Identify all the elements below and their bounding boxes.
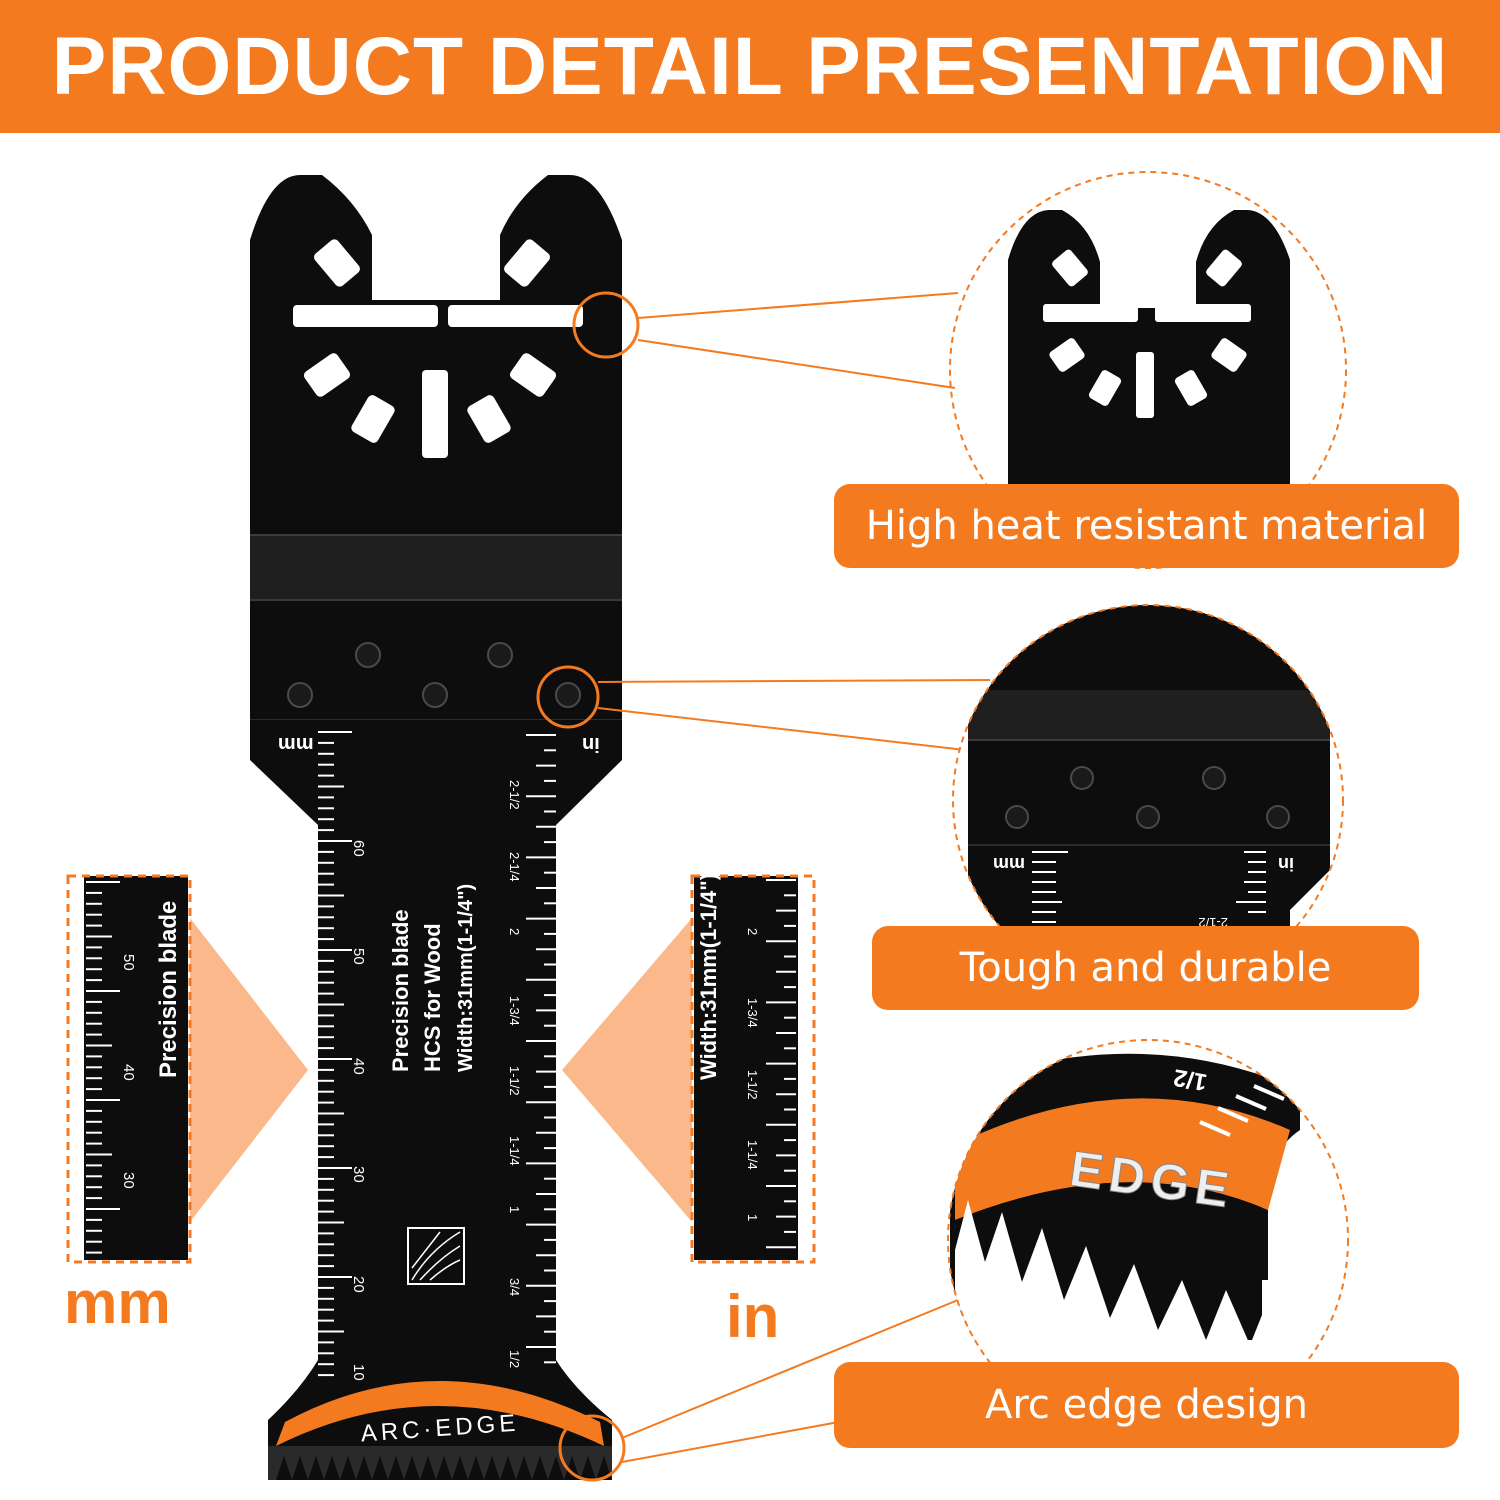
mm-unit-label: mm — [64, 1269, 171, 1336]
blade-in-tick-label: 1-1/2 — [507, 1066, 522, 1096]
zoom-edge-detail: EDGE 1/2 — [947, 1039, 1349, 1441]
zoom-scale-mm: mm — [993, 854, 1025, 874]
feature-heat-resistant-label: High heat resistant material — [865, 503, 1428, 549]
inset-in-text: Width:31mm(1-1/4") — [696, 873, 721, 1080]
blade-in-tick-label: 2 — [507, 928, 522, 935]
blade-unit-mm: mm — [278, 733, 314, 755]
highlight-edge-circle — [558, 1414, 626, 1482]
blade-in-tick-label: 1-3/4 — [507, 996, 522, 1026]
blade-unit-in: in — [582, 733, 600, 755]
blade-in-tick-label: 1-1/4 — [507, 1136, 522, 1166]
zoom-edge-tick: 1/2 — [1171, 1063, 1209, 1095]
header-banner: PRODUCT DETAIL PRESENTATION — [0, 0, 1500, 133]
mm-ruler-inset — [66, 874, 192, 1264]
blade-in-tick-label: 2-1/4 — [507, 852, 522, 882]
wood-icon — [407, 1227, 465, 1285]
feature-arc-edge-label: Arc edge design — [984, 1382, 1309, 1428]
zoom-scale-in: in — [1278, 854, 1294, 874]
blade-in-tick-label: 2-1/2 — [507, 780, 522, 810]
feature-durable-label: Tough and durable — [959, 945, 1332, 991]
blade-mm-tick-label: 40 — [350, 1058, 367, 1075]
zoom-mount-detail — [949, 171, 1347, 569]
inset-mm-tick-label: 50 — [120, 954, 137, 971]
blade-mm-tick-label: 10 — [350, 1364, 367, 1381]
feature-arc-edge: Arc edge design — [834, 1362, 1459, 1448]
blade-text-width: Width:31mm(1-1/4") — [455, 884, 477, 1072]
inset-mm-tick-label: 30 — [120, 1172, 137, 1189]
inset-in-tick-label: 2 — [745, 928, 760, 935]
blade-mm-tick-label: 30 — [350, 1166, 367, 1183]
inset-in-tick-label: 1-1/4 — [745, 1140, 760, 1170]
inset-in-tick-label: 1-1/2 — [745, 1070, 760, 1100]
inset-mm-tick-label: 40 — [120, 1064, 137, 1081]
highlight-dimple-circle — [536, 665, 600, 729]
in-funnel-shape — [562, 918, 692, 1222]
in-unit-label: in — [726, 1283, 780, 1350]
highlight-mount-circle — [572, 291, 640, 359]
blade-mm-tick-label: 50 — [350, 948, 367, 965]
saw-blade — [250, 175, 622, 1480]
blade-text-hcs: HCS for Wood — [420, 923, 445, 1072]
blade-mm-tick-label: 20 — [350, 1276, 367, 1293]
mm-funnel-shape — [190, 918, 308, 1222]
page-title: PRODUCT DETAIL PRESENTATION — [51, 20, 1449, 112]
blade-mm-tick-label: 60 — [350, 840, 367, 857]
blade-in-tick-label: 1/2 — [507, 1350, 522, 1368]
blade-text-precision: Precision blade — [388, 909, 413, 1072]
blade-in-tick-label: 3/4 — [507, 1278, 522, 1296]
inset-mm-text: Precision blade — [155, 901, 182, 1078]
in-ruler-inset — [690, 874, 816, 1264]
feature-durable: Tough and durable — [872, 926, 1419, 1010]
feature-heat-resistant: High heat resistant material — [834, 484, 1459, 568]
inset-in-tick-label: 1-3/4 — [745, 998, 760, 1028]
inset-in-tick-label: 1 — [745, 1214, 760, 1221]
blade-in-tick-label: 1 — [507, 1206, 522, 1213]
